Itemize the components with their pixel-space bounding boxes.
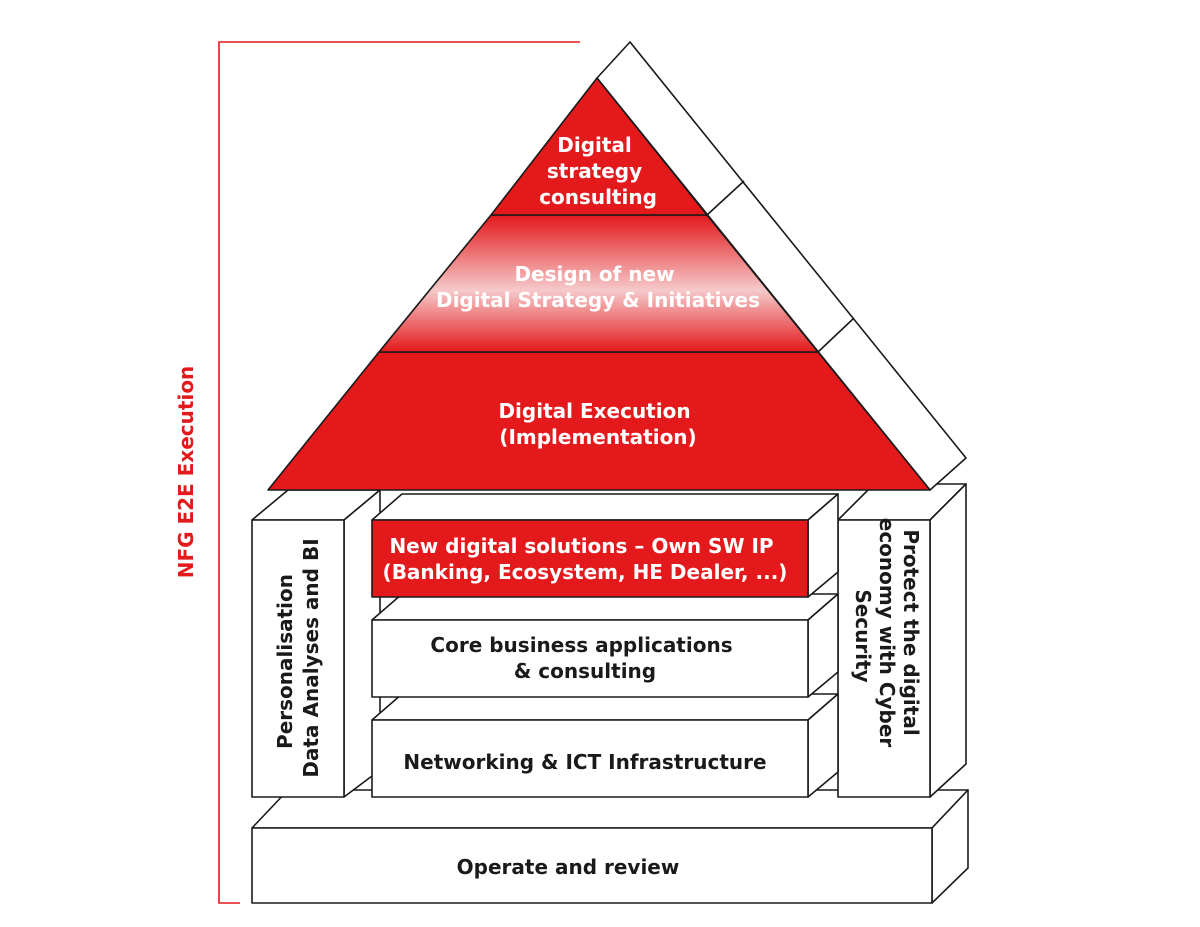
new-solutions-label: New digital solutions – Own SW IP (Banki… bbox=[383, 534, 788, 584]
networking-label: Networking & ICT Infrastructure bbox=[403, 750, 766, 774]
right-pillar-line-3: Security bbox=[851, 589, 875, 682]
e2e-bracket bbox=[218, 41, 580, 904]
right-pillar-line-2: economy with Cyber bbox=[875, 518, 899, 748]
base-slab bbox=[251, 789, 969, 904]
pyramid-middle-line-2: Digital Strategy & Initiatives bbox=[436, 288, 760, 312]
left-pillar-line-1: Personalisation bbox=[273, 574, 297, 749]
core-business-layer bbox=[371, 593, 839, 698]
new-solutions-layer bbox=[371, 493, 839, 598]
right-pillar-label: Protect the digital economy with Cyber S… bbox=[851, 518, 923, 755]
side-label: NFG E2E Execution bbox=[174, 366, 198, 579]
new-solutions-line-2: (Banking, Ecosystem, HE Dealer, ...) bbox=[383, 560, 788, 584]
right-pillar-line-1: Protect the digital bbox=[899, 529, 923, 735]
pyramid-bottom-label: Digital Execution (Implementation) bbox=[498, 399, 697, 449]
core-business-line-1: Core business applications bbox=[430, 633, 732, 657]
left-pillar-label: Personalisation Data Analyses and BI bbox=[273, 538, 323, 777]
pyramid-top-line-2: strategy bbox=[547, 159, 642, 183]
right-pillar bbox=[837, 483, 967, 798]
pyramid-top-line-1: Digital bbox=[557, 133, 632, 157]
core-business-label: Core business applications & consulting bbox=[430, 633, 739, 683]
pyramid-middle-line-1: Design of new bbox=[514, 262, 674, 286]
pyramid bbox=[267, 77, 931, 491]
pyramid-top-tier bbox=[490, 77, 708, 216]
left-pillar-line-2: Data Analyses and BI bbox=[299, 538, 323, 777]
core-business-line-2: & consulting bbox=[514, 659, 656, 683]
pyramid-bottom-line-2: (Implementation) bbox=[499, 425, 696, 449]
pyramid-top-line-3: consulting bbox=[539, 185, 657, 209]
pyramid-bottom-line-1: Digital Execution bbox=[498, 399, 690, 423]
networking-layer bbox=[371, 693, 839, 798]
pyramid-middle-label: Design of new Digital Strategy & Initiat… bbox=[436, 262, 760, 312]
pyramid-top-label: Digital strategy consulting bbox=[539, 133, 657, 209]
base-label: Operate and review bbox=[457, 855, 680, 879]
new-solutions-line-1: New digital solutions – Own SW IP bbox=[389, 534, 773, 558]
